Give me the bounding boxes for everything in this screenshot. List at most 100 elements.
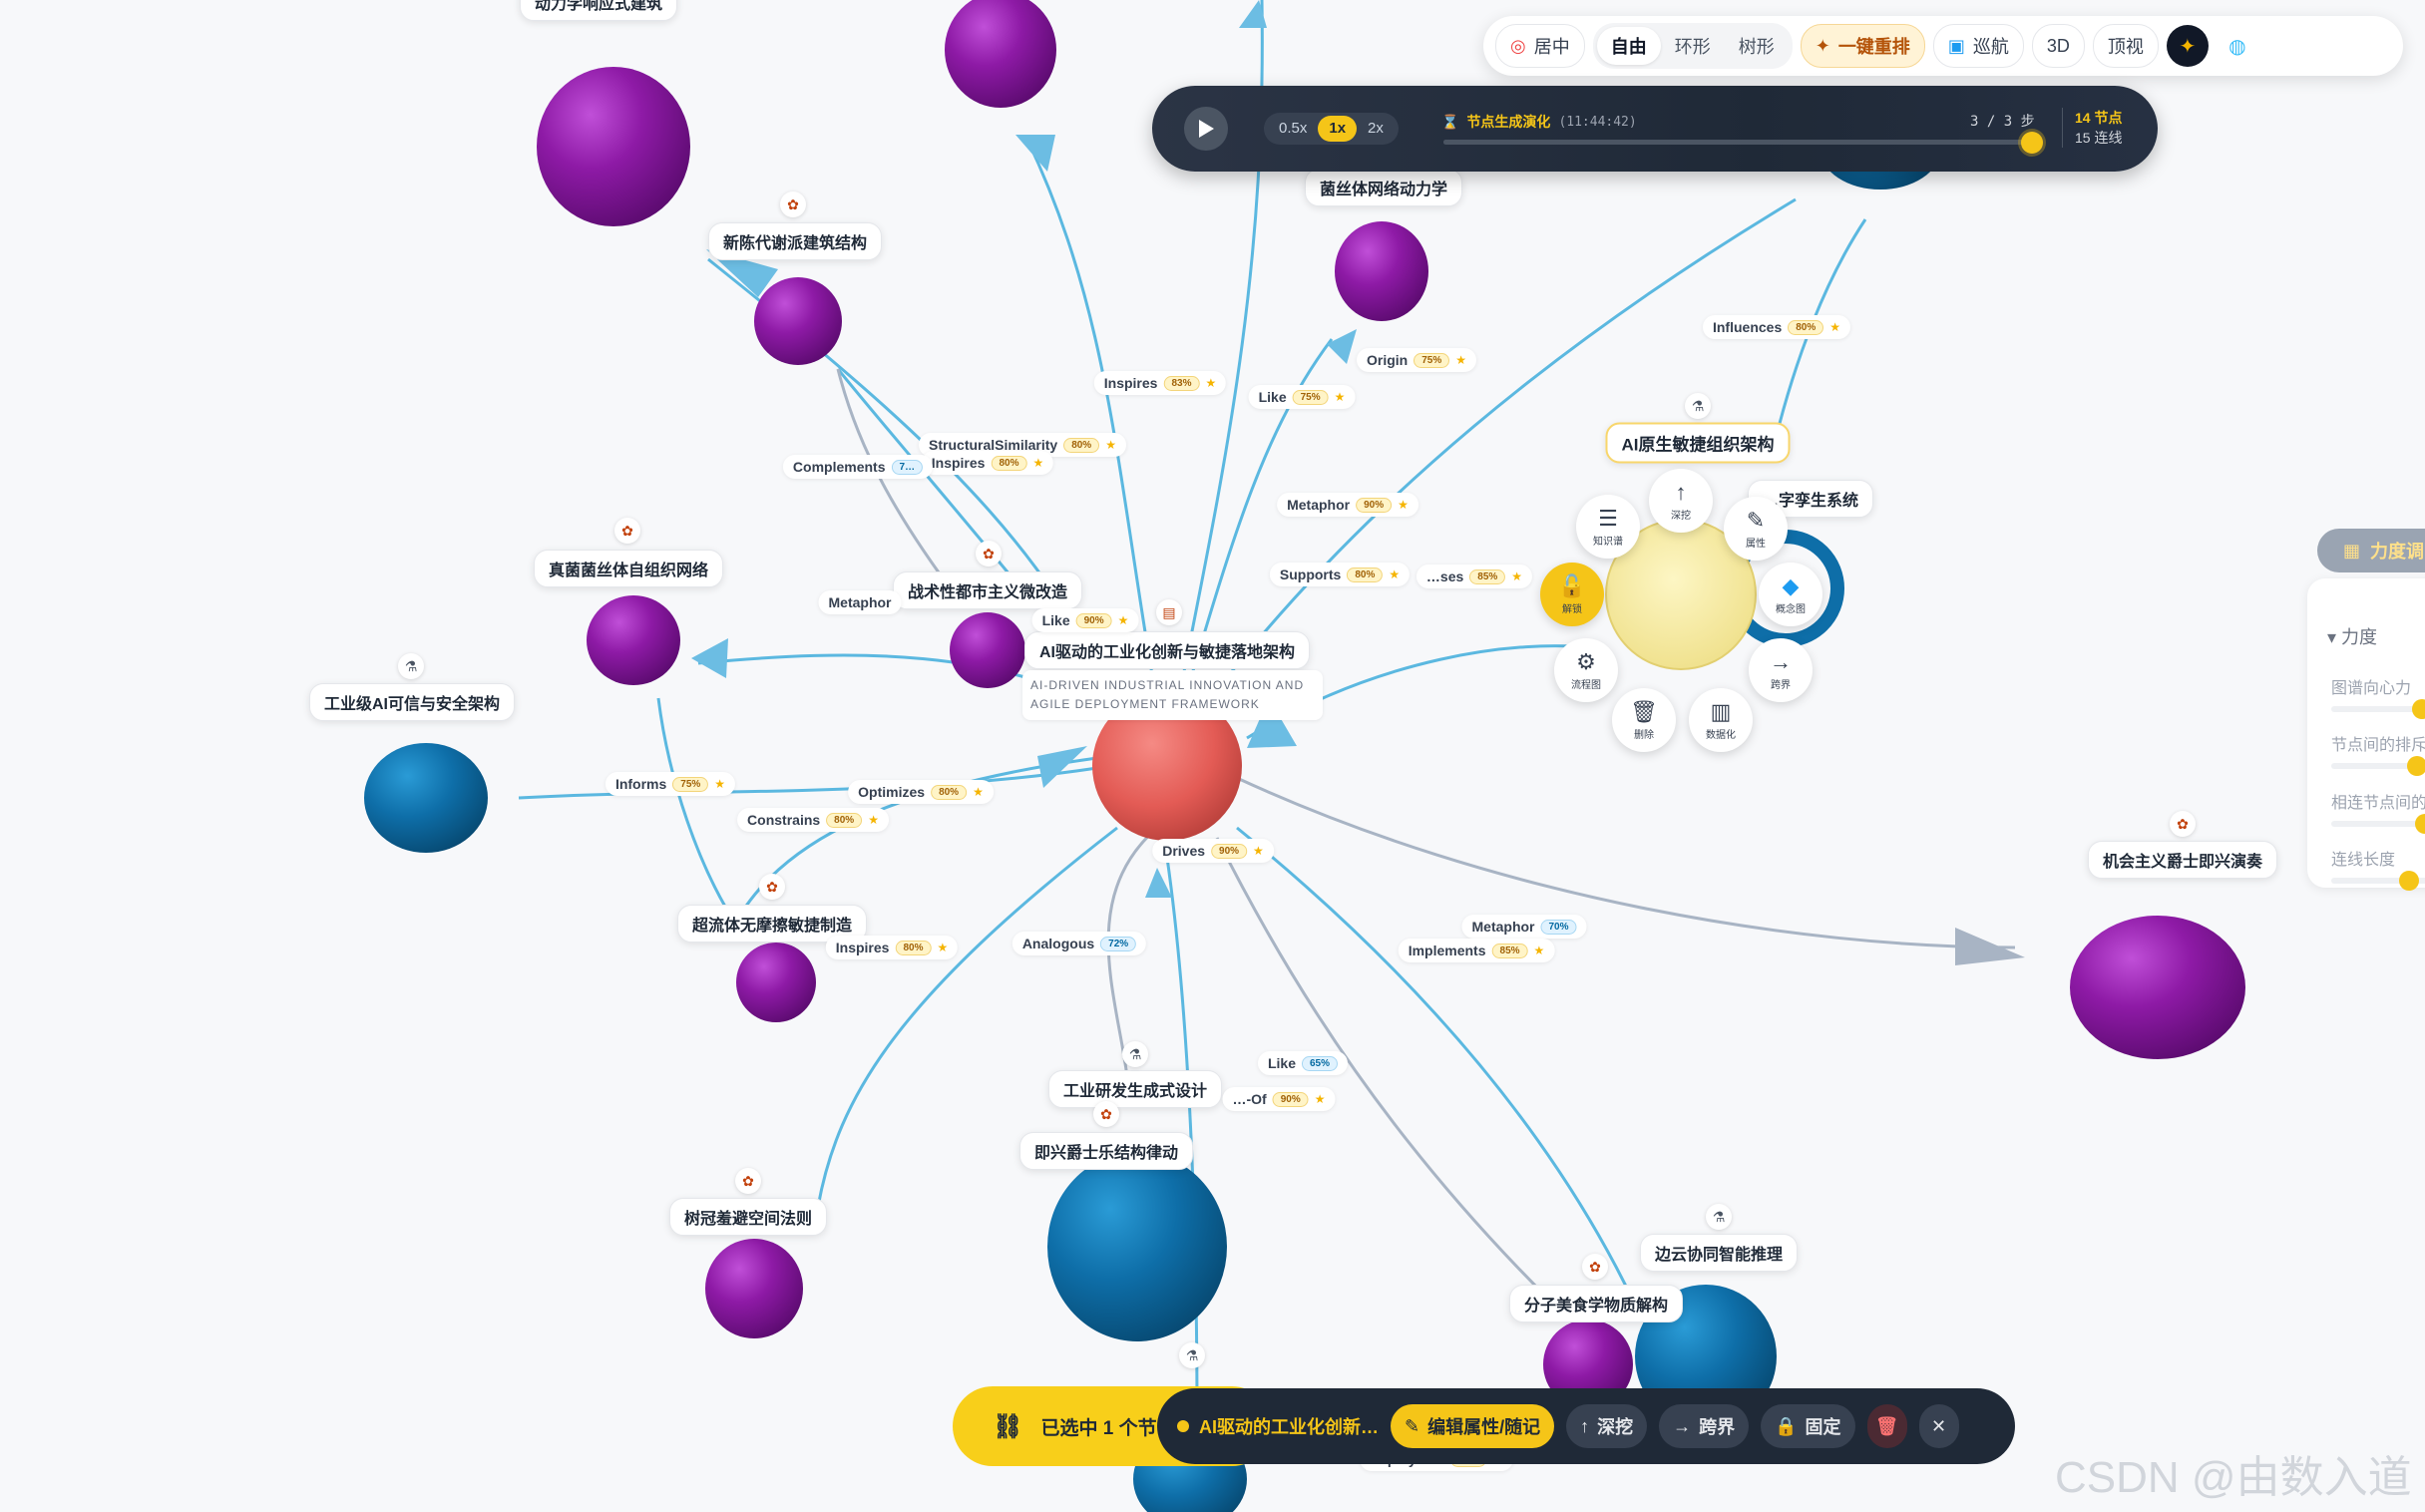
force-slider[interactable] xyxy=(2331,763,2425,769)
graph-node[interactable] xyxy=(736,943,816,1022)
node-label[interactable]: 真菌菌丝体自组织网络 xyxy=(533,550,724,587)
node-label[interactable]: 战术性都市主义微改造 xyxy=(892,571,1083,609)
node-label[interactable]: 即兴爵士乐结构律动 xyxy=(1018,1132,1194,1170)
grid-icon: ▦ xyxy=(2343,540,2361,561)
cross-button[interactable]: →跨界 xyxy=(1659,1404,1750,1448)
speed-option-active[interactable]: 1x xyxy=(1318,116,1358,142)
graph-node[interactable] xyxy=(1543,1320,1633,1409)
node-label[interactable]: 动力学响应式建筑 xyxy=(519,0,678,21)
globe-icon[interactable]: ◍ xyxy=(2216,25,2258,67)
force-slider-knob[interactable] xyxy=(2415,814,2425,834)
graph-node[interactable] xyxy=(705,1239,803,1338)
force-slider[interactable] xyxy=(2331,821,2425,827)
view-3d-button[interactable]: 3D xyxy=(2031,24,2085,68)
node-label[interactable]: 工业研发生成式设计 xyxy=(1047,1070,1223,1108)
node-label[interactable]: 菌丝体网络动力学 xyxy=(1304,169,1463,206)
radial-concept-map-button[interactable]: ◆概念图 xyxy=(1759,563,1822,626)
speed-selector: 0.5x 1x 2x xyxy=(1264,113,1399,145)
mode-ring[interactable]: 环形 xyxy=(1674,37,1711,57)
graph-node[interactable] xyxy=(950,612,1025,688)
mode-free[interactable]: 自由 xyxy=(1596,27,1661,65)
microscope-icon: ⚗ xyxy=(1179,1342,1205,1368)
node-label[interactable]: 树冠羞避空间法则 xyxy=(668,1198,828,1236)
layout-mode-switch: 自由 环形 树形 xyxy=(1592,23,1793,69)
force-slider-knob[interactable] xyxy=(2407,756,2425,776)
progress-track[interactable] xyxy=(1443,132,2043,154)
radial-dataize-button[interactable]: ▥数据化 xyxy=(1689,688,1753,752)
delete-button[interactable]: 🗑 xyxy=(1866,1404,1907,1448)
node-label[interactable]: 新陈代谢派建筑结构 xyxy=(707,222,883,260)
graph-node[interactable] xyxy=(754,277,842,365)
speed-option[interactable]: 0.5x xyxy=(1279,120,1308,137)
progress-knob[interactable] xyxy=(2021,132,2043,154)
graph-node[interactable] xyxy=(2070,916,2245,1059)
radial-properties-button[interactable]: ✎属性 xyxy=(1724,497,1788,561)
node-label-selected[interactable]: AI原生敏捷组织架构 xyxy=(1605,422,1791,464)
force-slider[interactable] xyxy=(2331,706,2425,712)
radial-delete-button[interactable]: 🗑删除 xyxy=(1612,688,1676,752)
top-view-button[interactable]: 顶视 xyxy=(2092,24,2159,68)
force-slider-knob[interactable] xyxy=(2399,871,2419,891)
graph-node[interactable] xyxy=(945,0,1056,108)
center-node-label[interactable]: AI驱动的工业化创新与敏捷落地架构 xyxy=(1023,631,1311,669)
graph-node[interactable] xyxy=(537,67,690,226)
center-button[interactable]: ◎居中 xyxy=(1495,24,1585,68)
arrow-up-icon: ↑ xyxy=(1675,479,1687,505)
edge-label[interactable]: Metaphor xyxy=(818,590,902,614)
brain-icon: ✿ xyxy=(1582,1254,1608,1280)
radial-flowchart-button[interactable]: ⚙流程图 xyxy=(1554,638,1618,702)
dig-button[interactable]: ↑深挖 xyxy=(1566,1404,1648,1448)
pin-button[interactable]: 🔒固定 xyxy=(1761,1404,1855,1448)
node-label[interactable]: 机会主义爵士即兴演奏 xyxy=(2087,841,2278,879)
center-node-subtitle: AI-DRIVEN INDUSTRIAL INNOVATION AND AGIL… xyxy=(1022,670,1323,720)
tour-button[interactable]: ▣巡航 xyxy=(1932,24,2024,68)
close-button[interactable]: ✕ xyxy=(1918,1404,1959,1448)
graph-node[interactable] xyxy=(364,743,488,853)
microscope-icon: ⚗ xyxy=(1685,393,1711,419)
node-label[interactable]: 分子美食学物质解构 xyxy=(1508,1285,1684,1323)
force-panel-tab[interactable]: ▦力度调 xyxy=(2317,529,2425,572)
force-slider[interactable] xyxy=(2331,878,2425,884)
graph-node[interactable] xyxy=(587,595,680,685)
graph-node[interactable] xyxy=(1335,221,1428,321)
radial-unlock-button[interactable]: 🔓解锁 xyxy=(1540,563,1604,626)
radial-knowledge-graph-button[interactable]: ☰知识谱 xyxy=(1576,495,1640,559)
node-label[interactable]: 边云协同智能推理 xyxy=(1639,1234,1799,1272)
graph-node[interactable] xyxy=(1047,1152,1227,1341)
nodes[interactable] xyxy=(364,0,2245,1512)
radial-dig-button[interactable]: ↑深挖 xyxy=(1649,469,1713,533)
theme-sparkle-icon[interactable]: ✦ xyxy=(2166,25,2209,67)
speed-option[interactable]: 2x xyxy=(1368,120,1384,137)
mode-tree[interactable]: 树形 xyxy=(1738,37,1775,57)
play-button[interactable] xyxy=(1184,107,1228,151)
edit-properties-button[interactable]: ✎编辑属性/随记 xyxy=(1391,1404,1555,1448)
rearrange-button[interactable]: ✦一键重排 xyxy=(1800,24,1925,68)
node-label[interactable]: 工业级AI可信与安全架构 xyxy=(308,683,516,721)
force-slider-knob[interactable] xyxy=(2412,699,2425,719)
arrowhead xyxy=(1247,698,1297,748)
radial-crossover-button[interactable]: →跨界 xyxy=(1749,638,1813,702)
center-node[interactable] xyxy=(1092,691,1242,841)
